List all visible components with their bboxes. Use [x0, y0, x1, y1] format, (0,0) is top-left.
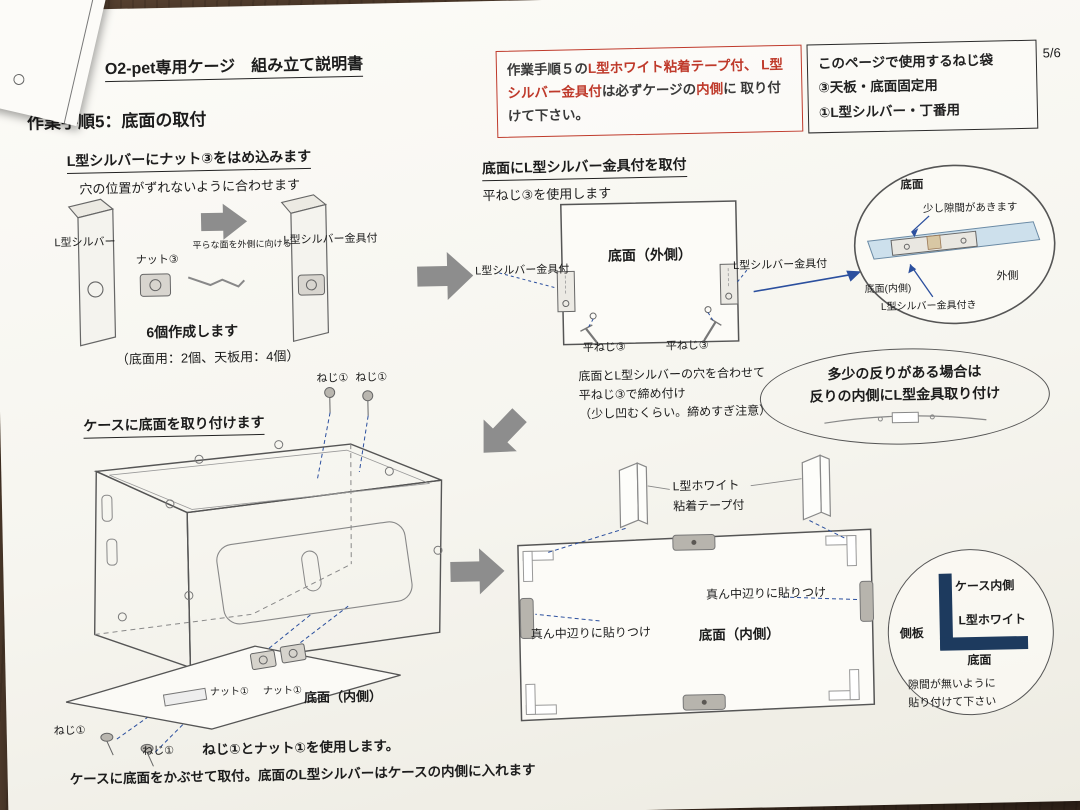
- tighten-note-line: （少し凹むくらい。締めすぎ注意）: [579, 403, 772, 422]
- make-detail: （底面用：2個、天板用：4個）: [115, 348, 300, 367]
- nut1-label: ナット①: [262, 685, 302, 697]
- blue-arrow-icon: [753, 270, 862, 293]
- punch-hole-circle: [12, 72, 26, 87]
- use-note: ねじ①とナット①を使用します。: [201, 738, 400, 758]
- bracket-label-left: L型シルバー金具付: [475, 263, 570, 278]
- outside-step-heading: 底面にL型シルバー金具付を取付: [481, 154, 687, 182]
- make-count: 6個作成します: [146, 322, 239, 341]
- notice-seg: 作業手順５の: [506, 61, 589, 78]
- tighten-note: 底面とL型シルバーの穴を合わせて 平ねじ③で締め付け （少し凹むくらい。締めすぎ…: [578, 363, 771, 425]
- screw1-label: ねじ①: [53, 724, 86, 738]
- page-number: 5/6: [1042, 45, 1061, 61]
- l-silver-fitted-label: L型シルバー金具付: [283, 232, 378, 247]
- detail-outer-label: 外側: [996, 270, 1019, 283]
- bottom-inside-label-2: 底面（内側）: [698, 626, 780, 643]
- screw-bag-box: このページで使用するねじ袋 ③天板・底面固定用 ①L型シルバー・丁番用: [806, 39, 1039, 134]
- white-l-label-line2: 粘着テープ付: [672, 497, 745, 514]
- arrow-down-left-icon: [483, 408, 527, 453]
- bottom-outside-label: 底面（外側）: [607, 245, 693, 264]
- screw1-label: ねじ①: [142, 744, 175, 758]
- detail-gap-note: 少し隙間があきます: [922, 201, 1018, 216]
- white-l-label: L型ホワイト: [958, 611, 1027, 628]
- white-l-corner-sketch: [938, 573, 1029, 651]
- arrow-right-icon: [450, 548, 505, 595]
- arrow-right-icon: [200, 203, 248, 240]
- paste-note-left: 真ん中辺りに貼りつけ: [530, 624, 652, 642]
- white-l-label-line1: L型ホワイト: [672, 477, 740, 494]
- no-gap-note-line2: 貼り付けて下さい: [908, 695, 997, 710]
- paste-note-right: 真ん中辺りに貼りつけ: [705, 585, 827, 602]
- bottom-label: 底面: [967, 652, 992, 668]
- case-inside-label: ケース内側: [954, 578, 1015, 594]
- case-wireframe-diagram: [65, 387, 443, 767]
- nut3-label: ナット③: [135, 253, 179, 267]
- bottom-inside-tape-diagram: [517, 454, 876, 722]
- notice-seg-red: 内側: [695, 81, 724, 97]
- notice-seg-red: L型ホワイト粘着テープ付、: [587, 57, 758, 77]
- detail-inner-label: 底面(内側): [864, 283, 912, 296]
- page-title: O2-pet専用ケージ 組み立て説明書: [104, 49, 364, 83]
- notice-seg: に: [722, 80, 737, 97]
- bottom-inside-label: 底面（内側）: [303, 688, 383, 706]
- side-panel-label: 側板: [899, 626, 925, 641]
- notice-seg: は必ずケージの: [601, 81, 697, 99]
- l-silver-nut-diagram: [67, 194, 330, 347]
- warp-note-oval: 多少の反りがある場合は 反りの内側にL型金具取り付け: [758, 345, 1051, 448]
- gap-detail-circle-diagram: [853, 164, 1056, 325]
- arrow-right-icon: [417, 252, 474, 301]
- warp-note-line2: 反りの内側にL型金具取り付け: [809, 384, 1001, 405]
- screw-bag-item: ①L型シルバー・丁番用: [818, 101, 961, 120]
- nut1-label: ナット①: [209, 686, 250, 699]
- detail-bracket-label: L型シルバー金具付き: [880, 299, 977, 313]
- detail-top-label: 底面: [900, 179, 924, 192]
- no-gap-note-line1: 隙間が無いように: [907, 677, 996, 692]
- flat-screw-label: 平ねじ③: [582, 341, 626, 355]
- flat-screw-label: 平ねじ③: [665, 339, 709, 353]
- nut-step-heading: L型シルバーにナット③をはめ込みます: [66, 145, 312, 174]
- notice-box: 作業手順５のL型ホワイト粘着テープ付、 L型シルバー金具付は必ずケージの内側に …: [495, 44, 804, 138]
- flat-side-note: 平らな面を外側に向ける: [192, 238, 292, 251]
- warp-board-sketch: [824, 412, 987, 425]
- bottom-outside-diagram: [499, 200, 748, 346]
- l-silver-label: L型シルバー: [54, 235, 116, 250]
